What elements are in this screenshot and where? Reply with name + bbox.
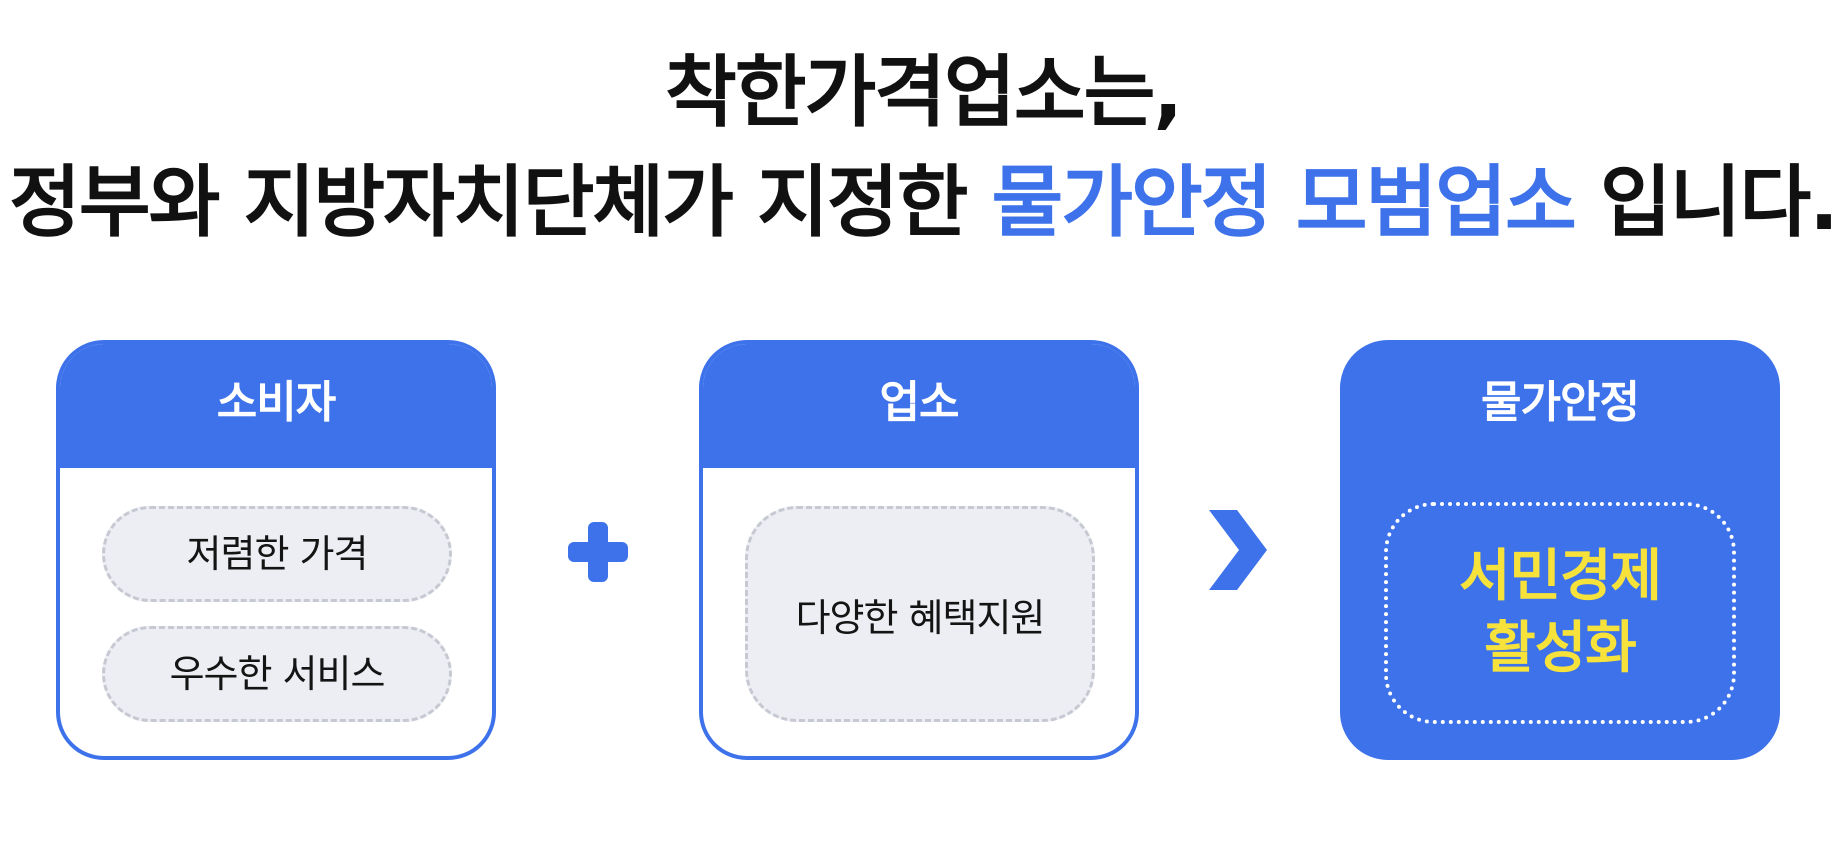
result-card-title: 물가안정 (1344, 344, 1776, 464)
headline-line-2: 정부와 지방자치단체가 지정한 물가안정 모범업소 입니다. (0, 148, 1846, 258)
business-benefit-support: 다양한 혜택지원 (745, 506, 1095, 722)
consumer-benefit-good-service: 우수한 서비스 (102, 626, 452, 722)
headline-line-1: 착한가격업소는, (665, 48, 1183, 138)
result-outcome-box: 서민경제 활성화 (1384, 502, 1736, 724)
headline: 착한가격업소는, 정부와 지방자치단체가 지정한 물가안정 모범업소 입니다. (0, 38, 1846, 258)
consumer-card-title: 소비자 (60, 344, 492, 468)
headline-line-2-prefix: 정부와 지방자치단체가 지정한 (9, 158, 992, 248)
result-card: 물가안정 서민경제 활성화 (1340, 340, 1780, 760)
business-card-title: 업소 (703, 344, 1135, 468)
headline-line-2-suffix: 입니다. (1574, 158, 1839, 248)
result-outcome-line-1: 서민경제 (1458, 544, 1662, 609)
headline-accent-text: 물가안정 모범업소 (991, 158, 1577, 248)
plus-icon (568, 522, 628, 582)
business-card: 업소 다양한 혜택지원 (699, 340, 1139, 760)
result-outcome-line-2: 활성화 (1484, 616, 1637, 681)
business-benefit-label: 다양한 혜택지원 (795, 595, 1046, 640)
chevron-right-icon (1209, 510, 1267, 590)
consumer-benefit-low-price: 저렴한 가격 (102, 506, 452, 602)
consumer-card: 소비자 저렴한 가격 우수한 서비스 (56, 340, 496, 760)
